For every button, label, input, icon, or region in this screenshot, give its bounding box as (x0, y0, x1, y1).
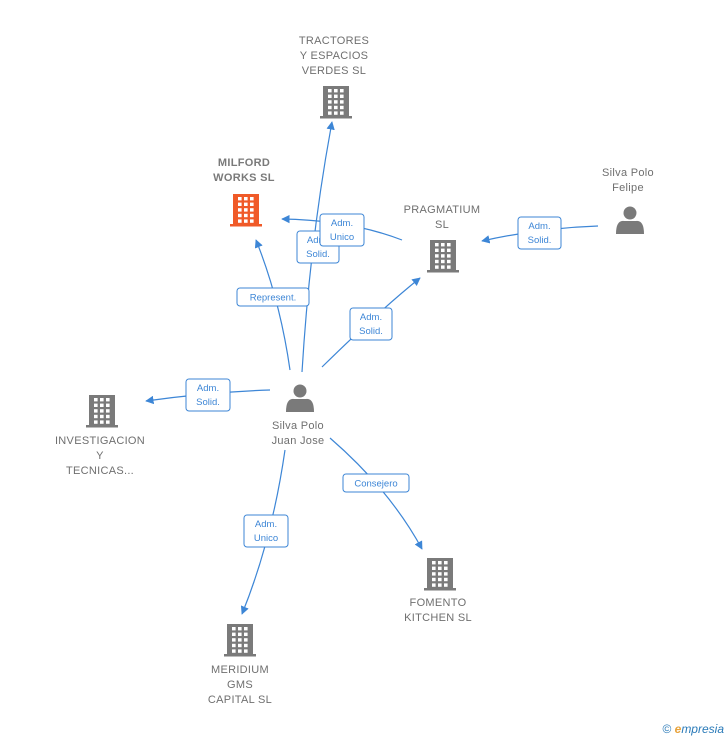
edge-label-text: Solid. (528, 235, 552, 246)
node-label-line: Felipe (612, 182, 644, 194)
building-icon[interactable] (86, 395, 118, 428)
node-label-line: MILFORD (218, 157, 270, 169)
brand-logo-e: e (674, 722, 682, 736)
node-label-line: Silva Polo (602, 167, 654, 179)
node-label-line: Silva Polo (272, 420, 324, 432)
node-tractores[interactable]: TRACTORES Y ESPACIOS VERDES SL (299, 35, 369, 119)
node-label-line: VERDES SL (302, 65, 366, 77)
copyright-symbol: © (662, 722, 672, 736)
edge-label-text: Consejero (354, 479, 397, 490)
building-icon[interactable] (427, 240, 459, 273)
edge-jj-fomento: Consejero (329, 437, 423, 550)
edge-role-label[interactable]: Adm. Solid. (517, 216, 562, 250)
node-label-line: FOMENTO (410, 597, 467, 609)
node-label-line: TRACTORES (299, 35, 369, 47)
edge-label-text: Adm. (197, 383, 219, 394)
node-label-line: MERIDIUM (211, 664, 269, 676)
person-icon[interactable] (616, 206, 644, 235)
edge-role-label[interactable]: Adm. Unico (243, 514, 289, 548)
edge-label-text: Adm. (307, 235, 329, 246)
edge-label-text: Represent. (250, 293, 296, 304)
brand-name: mpresia (681, 722, 724, 736)
edge-label-text: Adm. (360, 312, 382, 323)
edge-felipe-prag: Adm. Solid. (481, 216, 599, 250)
edge-role-label[interactable]: Represent. (236, 287, 310, 307)
node-label-line: Y (96, 450, 104, 462)
node-label-line: WORKS SL (213, 172, 275, 184)
edge-jj-prag: Adm. Solid. (321, 277, 421, 368)
edge-jj-tractores: Adm. Solid. (296, 121, 340, 373)
node-milford[interactable]: MILFORD WORKS SL (213, 157, 275, 227)
edge-jj-milford: Represent. (236, 239, 310, 371)
edge-label-text: Solid. (196, 397, 220, 408)
node-fomento[interactable]: FOMENTO KITCHEN SL (404, 558, 472, 624)
edge-arrow (329, 437, 423, 550)
edge-role-label[interactable]: Consejero (342, 473, 410, 493)
building-icon[interactable] (320, 86, 352, 119)
edges-layer: Adm.Solid.Adm.UnicoRepresent.Adm.Solid.A… (145, 121, 599, 615)
node-label-line: SL (435, 219, 449, 231)
edge-label-text: Adm. (528, 221, 550, 232)
node-label-line: KITCHEN SL (404, 612, 472, 624)
node-label-line: Y ESPACIOS (300, 50, 369, 62)
edge-label-text: Unico (330, 232, 354, 243)
edge-prag-milford: Adm.Unico (281, 213, 403, 247)
node-label-line: TECNICAS... (66, 465, 134, 477)
edge-role-label[interactable]: Adm. Solid. (349, 307, 393, 341)
edge-label-text: Solid. (359, 326, 383, 337)
nodes-layer: TRACTORES Y ESPACIOS VERDES SL MILFORD WORKS… (55, 35, 654, 706)
building-icon[interactable] (224, 624, 256, 657)
edge-label-text: Adm. (255, 519, 277, 530)
edge-jj-meridium: Adm. Unico (240, 449, 289, 615)
building-icon[interactable] (424, 558, 456, 591)
edge-role-label[interactable]: Adm. Unico (319, 213, 365, 247)
node-label-line: CAPITAL SL (208, 694, 272, 706)
edge-label-text: Adm. (331, 218, 353, 229)
node-label-line: Juan Jose (272, 435, 325, 447)
node-meridium[interactable]: MERIDIUM GMS CAPITAL SL (208, 624, 272, 706)
node-label-line: INVESTIGACION (55, 435, 145, 447)
edge-label-text: Unico (254, 533, 278, 544)
edge-jj-invest: Adm. Solid. (145, 378, 271, 412)
node-pragmatium[interactable]: PRAGMATIUM SL (404, 204, 481, 273)
person-icon[interactable] (286, 384, 314, 413)
edge-label-text: Solid. (306, 249, 330, 260)
node-investigacion[interactable]: INVESTIGACION Y TECNICAS... (55, 395, 145, 477)
building-icon[interactable] (230, 194, 262, 227)
empresia-brand[interactable]: © empresia (662, 722, 724, 736)
node-label-line: GMS (227, 679, 253, 691)
node-label-line: PRAGMATIUM (404, 204, 481, 216)
edge-role-label[interactable]: Adm. Solid. (185, 378, 231, 412)
